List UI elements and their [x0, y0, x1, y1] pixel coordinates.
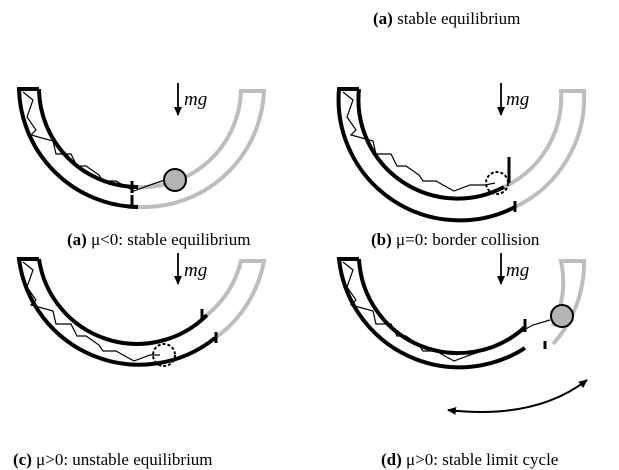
mg-label: mg: [184, 89, 207, 110]
ball: [550, 304, 574, 328]
panel-caption: (c) μ>0: unstable equilibrium: [13, 450, 213, 469]
panel-caption: (a) μ<0: stable equilibrium: [67, 230, 250, 249]
panel-caption: (d) μ>0: stable limit cycle: [381, 450, 558, 469]
spring: [342, 91, 496, 192]
boundary-ticks: [200, 309, 218, 343]
panel-caption: (b) μ=0: border collision: [371, 230, 540, 249]
spring: [342, 261, 551, 362]
boundary-ticks: [523, 319, 547, 349]
spring: [22, 261, 160, 362]
ball-dashed: [485, 171, 509, 195]
channel-light: [205, 259, 267, 340]
channel-light: [551, 259, 587, 346]
ball-dashed: [152, 343, 176, 367]
panel-d: mg (d) μ>0: stable limit cycle: [336, 253, 588, 469]
header-caption: (a) stable equilibrium: [373, 9, 520, 28]
channel-light: [137, 89, 267, 210]
mg-label: mg: [506, 89, 529, 110]
boundary-ticks: [507, 157, 517, 212]
mg-label: mg: [184, 260, 207, 281]
panel-a: mg (a) μ<0: stable equilibrium: [16, 83, 267, 249]
channel-dark: [336, 87, 516, 223]
ball: [163, 168, 187, 192]
channel-dark: [16, 87, 139, 209]
channel-dark: [16, 257, 217, 367]
oscillation-arrow: [447, 379, 588, 415]
spring: [22, 91, 166, 192]
mg-label: mg: [506, 260, 529, 281]
panel-c: mg (c) μ>0: unstable equilibrium: [13, 253, 267, 469]
panel-b: mg (b) μ=0: border collision: [336, 83, 587, 249]
channel-light: [503, 89, 587, 209]
